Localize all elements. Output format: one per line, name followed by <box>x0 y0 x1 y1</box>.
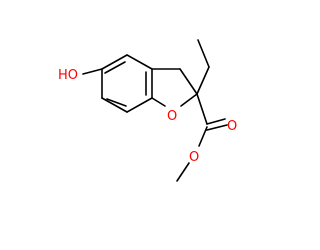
bond-oester-methyl <box>176 162 190 182</box>
carbonyl-oxygen-label: O <box>227 119 237 134</box>
structure-canvas: HO O O O <box>58 39 237 182</box>
dihydrofuran-ring <box>151 68 198 107</box>
molecule-diagram: HO O O O <box>58 39 237 182</box>
ring-oxygen-label: O <box>167 109 177 124</box>
bond-c3a-c4 <box>126 54 153 70</box>
bond-c7-c7a <box>126 97 153 113</box>
bond-c2-o1 <box>180 93 198 107</box>
hydroxyl-group: HO <box>58 68 103 83</box>
hydroxyl-label: HO <box>58 68 78 83</box>
bond-o1-c7a <box>151 97 166 107</box>
bond-carbonyl-oester <box>198 126 208 147</box>
benzene-ring <box>101 54 153 113</box>
bond-c4-c5 <box>101 54 128 70</box>
bond-c6-c7-inner <box>106 98 127 107</box>
bond-carbonyl-double-a <box>206 118 226 125</box>
methyl-ester-group: O O <box>176 93 237 182</box>
bond-c2-ch2 <box>196 66 210 95</box>
ester-oxygen-label: O <box>189 150 199 165</box>
bond-c3-c2 <box>179 68 198 95</box>
bond-c2-carbonyl <box>196 93 208 125</box>
bond-c6-c7 <box>101 97 128 113</box>
bond-c5-oh <box>82 68 103 75</box>
bond-c4-c5-inner <box>104 61 126 74</box>
ethyl-group <box>196 39 210 95</box>
bond-ch2-ch3 <box>197 39 210 68</box>
bond-carbonyl-double-b <box>206 124 228 131</box>
